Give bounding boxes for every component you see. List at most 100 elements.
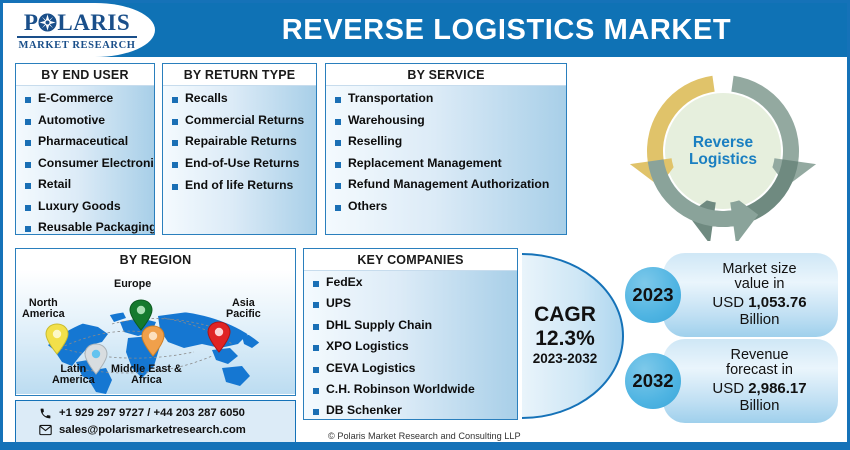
stat-label-line1: Market size [722, 260, 797, 277]
pin-north-america [45, 323, 69, 355]
contact-phone-row[interactable]: +1 929 297 9727 / +44 203 287 6050 [38, 406, 295, 420]
bullet-square-icon [25, 97, 31, 103]
list-item-label: Consumer Electronic [38, 155, 155, 170]
list-item-label: End-of-Use Returns [185, 156, 300, 171]
logo-panel: P LARIS MARKET RESEARCH [3, 3, 155, 57]
list-item-label: UPS [326, 296, 352, 311]
reverse-logistics-cycle-diagram: Reverse Logistics [603, 61, 843, 241]
bullet-square-icon [335, 140, 341, 146]
list-item-label: Reselling [348, 134, 403, 148]
list-item: XPO Logistics [304, 340, 517, 352]
list-item: DB Schenker [304, 404, 517, 417]
bullet-square-icon [313, 281, 319, 287]
list-item-label: CEVA Logistics [326, 360, 416, 375]
bullet-square-icon [172, 140, 178, 147]
contact-email-row[interactable]: sales@polarismarketresearch.com [38, 423, 295, 437]
card-body-end-user: E-Commerce Automotive Pharmaceutical Con… [16, 86, 154, 233]
list-item: Consumer Electronic [16, 155, 155, 170]
stat-year-2032: 2032 [625, 353, 681, 409]
list-item: FedEx [304, 276, 517, 288]
map-label-line1: Europe [114, 278, 152, 290]
card-title-return-type: BY RETURN TYPE [163, 64, 316, 86]
map-label-europe: Europe [114, 278, 152, 290]
list-item-label: Pharmaceutical [38, 134, 129, 148]
list-item: CEVA Logistics [304, 360, 517, 375]
stat-currency: USD [712, 379, 745, 397]
list-item-label: Refund Management Authorization [348, 177, 550, 191]
pin-middle-east-africa [141, 325, 165, 357]
card-body-return-type: Recalls Commercial Returns Repairable Re… [163, 86, 316, 191]
pin-asia-pacific [207, 321, 231, 353]
contact-bar: +1 929 297 9727 / +44 203 287 6050 sales… [15, 400, 296, 444]
pin-latin-america [84, 343, 108, 375]
stat-amount: 1,053.76 [748, 293, 807, 311]
list-item-label: FedEx [326, 275, 363, 289]
list-item-label: Others [348, 198, 388, 213]
list-item: Luxury Goods [16, 199, 154, 212]
list-item: End of life Returns [163, 179, 316, 191]
phone-icon [38, 406, 53, 420]
cagr-badge: CAGR 12.3% 2023-2032 [522, 253, 624, 419]
copyright-text: © Polaris Market Research and Consulting… [328, 431, 521, 441]
list-item-label: XPO Logistics [326, 339, 409, 354]
list-item: End-of-Use Returns [163, 157, 316, 169]
list-item: C.H. Robinson Worldwide [304, 383, 517, 395]
logo-text-laris: LARIS [57, 10, 131, 35]
brand-logo: P LARIS MARKET RESEARCH [17, 11, 137, 51]
map-label-north-america: North America [22, 297, 65, 321]
list-item-label: Transportation [348, 91, 434, 105]
stat-value-2023: USD 1,053.76 Billion [712, 294, 806, 329]
bullet-square-icon [25, 118, 31, 125]
map-label-line2: America [52, 374, 95, 387]
list-item: Replacement Management [326, 155, 566, 170]
list-item-label: Replacement Management [348, 155, 502, 170]
logo-wordmark: P LARIS [17, 11, 137, 34]
list-item: Reusable Packaging [16, 221, 154, 233]
bullet-square-icon [335, 204, 341, 211]
stat-label-line1: Revenue [730, 346, 789, 363]
stat-value-2032: USD 2,986.17 Billion [712, 380, 806, 415]
stat-revenue-forecast-2032: Revenue forecast in USD 2,986.17 Billion… [625, 339, 840, 423]
footer-strip [3, 442, 847, 447]
list-item: Commercial Returns [163, 113, 316, 126]
list-item-label: Recalls [185, 91, 228, 105]
map-pins [45, 299, 231, 375]
list-item-label: Retail [38, 177, 72, 191]
list-item-label: Reusable Packaging [38, 220, 155, 234]
list-item-label: Automotive [38, 112, 106, 127]
stat-market-size-2023: Market size value in USD 1,053.76 Billio… [625, 253, 840, 337]
bullet-square-icon [335, 183, 341, 189]
bullet-square-icon [313, 302, 319, 309]
stat-label-2032: Revenue forecast in [726, 346, 793, 379]
bullet-square-icon [313, 366, 319, 373]
list-item: UPS [304, 296, 517, 311]
map-label-middle-east-africa: Middle East & Africa [111, 363, 182, 387]
map-label-line1: Middle East & [111, 363, 182, 375]
bullet-square-icon [172, 162, 178, 169]
card-title-end-user: BY END USER [16, 64, 154, 86]
stat-label-line2: value in [734, 276, 785, 293]
bullet-square-icon [25, 140, 31, 146]
card-title-service: BY SERVICE [326, 64, 566, 86]
list-item: E-Commerce [16, 92, 154, 104]
map-label-line1: North [28, 297, 58, 309]
cagr-value: 12.3% [535, 326, 595, 350]
map-label-line1: Latin [60, 363, 87, 375]
bullet-square-icon [313, 323, 319, 330]
list-item: Reselling [326, 135, 566, 147]
map-label-line2: America [22, 308, 65, 321]
logo-divider [17, 36, 137, 38]
cycle-center-fill [671, 99, 775, 203]
map-label-asia-pacific: Asia Pacific [226, 297, 261, 321]
cagr-period: 2023-2032 [532, 351, 598, 367]
cycle-arrow-gold [629, 75, 715, 187]
bullet-square-icon [335, 118, 341, 125]
list-item: Warehousing [326, 113, 566, 126]
list-item: Repairable Returns [163, 134, 316, 149]
cycle-svg [629, 75, 817, 241]
list-item-label: Repairable Returns [185, 134, 297, 149]
card-body-key-companies: FedEx UPS DHL Supply Chain XPO Logistics… [304, 271, 517, 419]
bullet-square-icon [25, 161, 31, 168]
map-label-latin-america: Latin America [52, 363, 95, 387]
card-by-service: BY SERVICE Transportation Warehousing Re… [325, 63, 567, 235]
